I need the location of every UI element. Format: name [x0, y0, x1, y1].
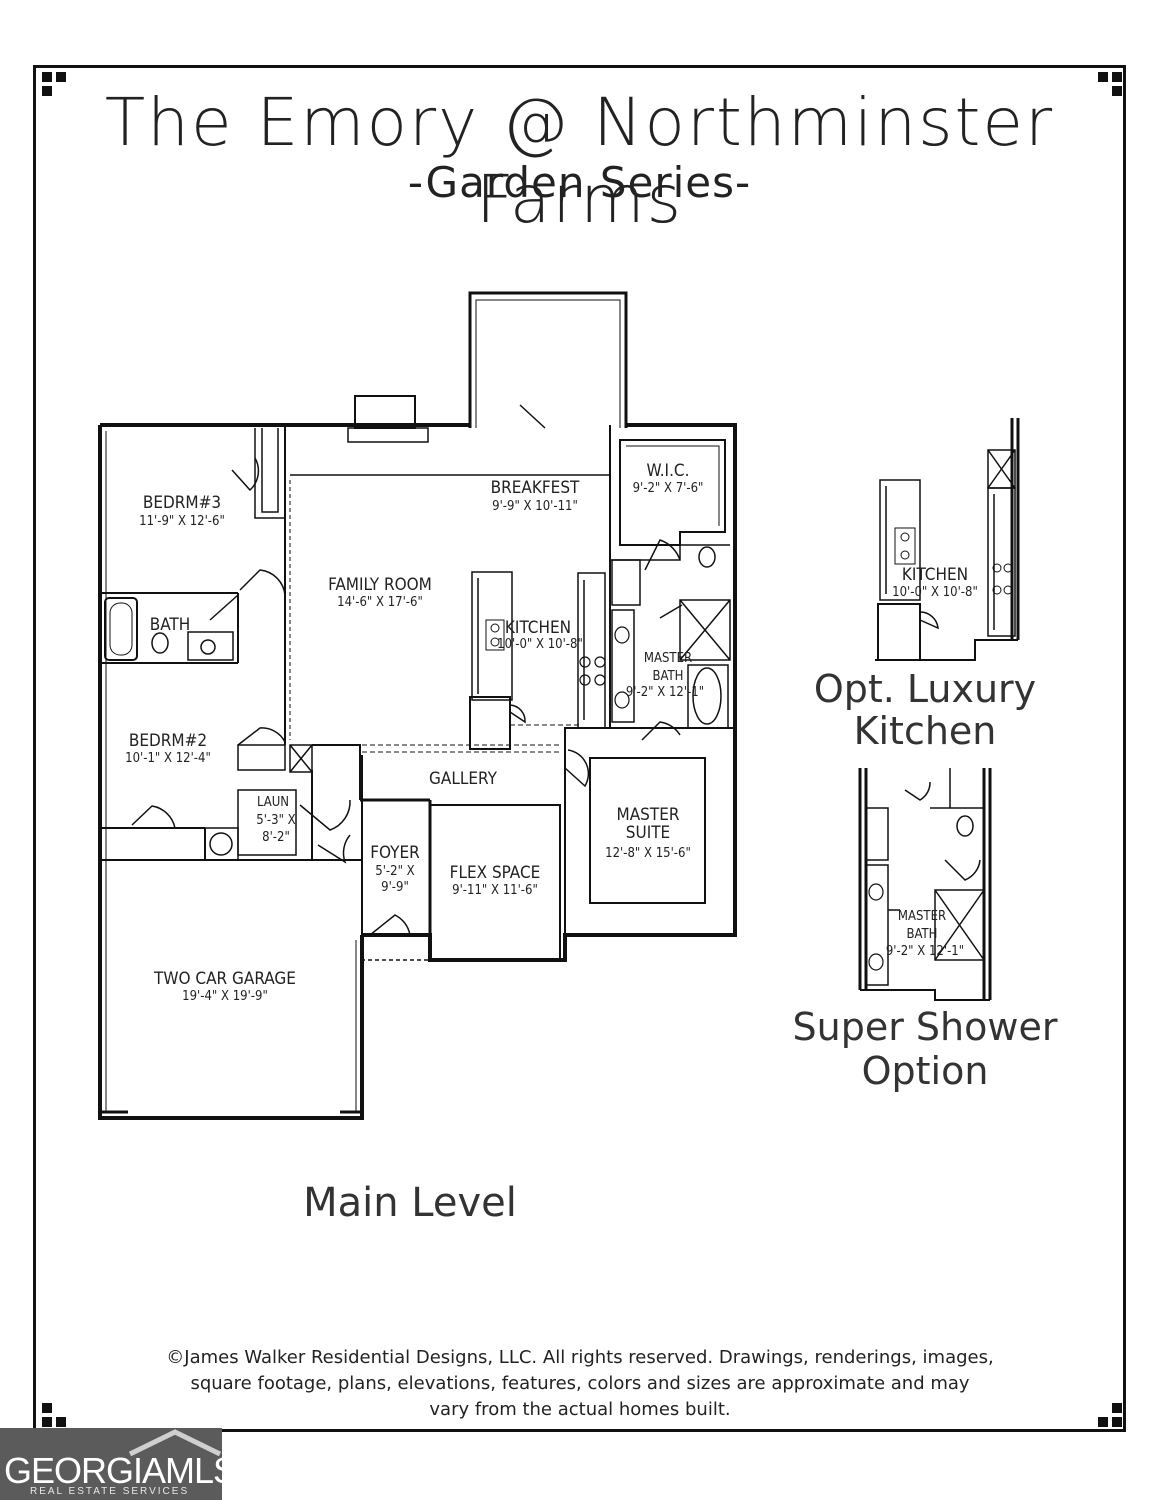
opt-shower-name1: MASTER [898, 909, 946, 924]
master-bath-name1: MASTER [644, 651, 692, 666]
laundry-dim2: 8'-2" [262, 830, 290, 845]
kitchen-dim: 10'-0" X 10'-8" [497, 637, 583, 652]
corner-mark [42, 1417, 52, 1427]
foyer-dim2: 9'-9" [381, 880, 409, 895]
opt-kitchen-caption-line1: Opt. Luxury [813, 667, 1037, 711]
breakfast-name: BREAKFEST [491, 478, 580, 498]
level-label: Main Level [303, 1180, 517, 1226]
foyer-name: FOYER [370, 843, 420, 863]
opt-shower-name2: BATH [907, 927, 938, 942]
copyright-line3: vary from the actual homes built. [429, 1399, 731, 1420]
kitchen-name: KITCHEN [505, 618, 571, 638]
corner-mark [42, 72, 52, 82]
mls-watermark: GEORGIAMLS REAL ESTATE SERVICES [0, 1428, 237, 1500]
laundry-name: LAUN [257, 795, 289, 810]
gallery-name: GALLERY [429, 769, 498, 789]
corner-mark [1112, 86, 1122, 96]
corner-mark [1112, 1417, 1122, 1427]
roof-logo-icon [128, 1429, 222, 1457]
opt-kitchen-dim: 10'-0" X 10'-8" [892, 585, 978, 600]
copyright-line2: square footage, plans, elevations, featu… [190, 1373, 970, 1394]
copyright-line1: ©James Walker Residential Designs, LLC. … [166, 1347, 994, 1368]
corner-mark [1112, 1403, 1122, 1413]
super-shower-caption: Super Shower Option [765, 1005, 1085, 1093]
master-bath-dim: 9'-2" X 12'-1" [626, 685, 704, 700]
corner-mark [42, 86, 52, 96]
copyright-notice: ©James Walker Residential Designs, LLC. … [80, 1345, 1080, 1423]
super-shower-caption-line1: Super Shower [792, 1005, 1058, 1049]
wic-name: W.I.C. [647, 461, 690, 481]
opt-kitchen-name: KITCHEN [902, 565, 968, 585]
family-room-dim: 14'-6" X 17'-6" [337, 595, 423, 610]
master-bath-name2: BATH [653, 669, 684, 684]
master-suite-name2: SUITE [626, 823, 670, 843]
opt-shower-dim: 9'-2" X 12'-1" [886, 944, 964, 959]
foyer-dim1: 5'-2" X [375, 864, 414, 879]
opt-kitchen-caption: Opt. Luxury Kitchen [790, 668, 1060, 752]
flex-space-dim: 9'-11" X 11'-6" [452, 883, 538, 898]
corner-mark [56, 1417, 66, 1427]
corner-mark [1098, 1417, 1108, 1427]
master-suite-dim: 12'-8" X 15'-6" [605, 846, 691, 861]
breakfast-dim: 9'-9" X 10'-11" [492, 499, 578, 514]
corner-mark [56, 72, 66, 82]
drawing-frame [33, 65, 1126, 1432]
super-shower-caption-line2: Option [861, 1049, 989, 1093]
mls-name: GEORGIAMLS [4, 1450, 237, 1491]
garage-name: TWO CAR GARAGE [153, 969, 296, 989]
corner-mark [1098, 72, 1108, 82]
corner-mark [1112, 72, 1122, 82]
opt-kitchen-caption-line2: Kitchen [853, 709, 997, 753]
plan-subtitle: -Garden Series- [407, 158, 752, 207]
laundry-dim1: 5'-3" X [256, 813, 295, 828]
garage-dim: 19'-4" X 19'-9" [182, 989, 268, 1004]
corner-mark [42, 1403, 52, 1413]
family-room-name: FAMILY ROOM [328, 575, 432, 595]
master-suite-name1: MASTER [617, 805, 680, 825]
plan-title: The Emory @ Northminster Farms [104, 84, 1055, 238]
flex-space-name: FLEX SPACE [450, 863, 541, 883]
mls-sub: REAL ESTATE SERVICES [30, 1486, 190, 1497]
bedroom3-name: BEDRM#3 [143, 493, 221, 513]
bedroom3-dim: 11'-9" X 12'-6" [139, 514, 225, 529]
bath-name: BATH [150, 615, 190, 635]
bedroom2-dim: 10'-1" X 12'-4" [125, 751, 211, 766]
wic-dim: 9'-2" X 7'-6" [633, 481, 704, 496]
bedroom2-name: BEDRM#2 [129, 731, 207, 751]
